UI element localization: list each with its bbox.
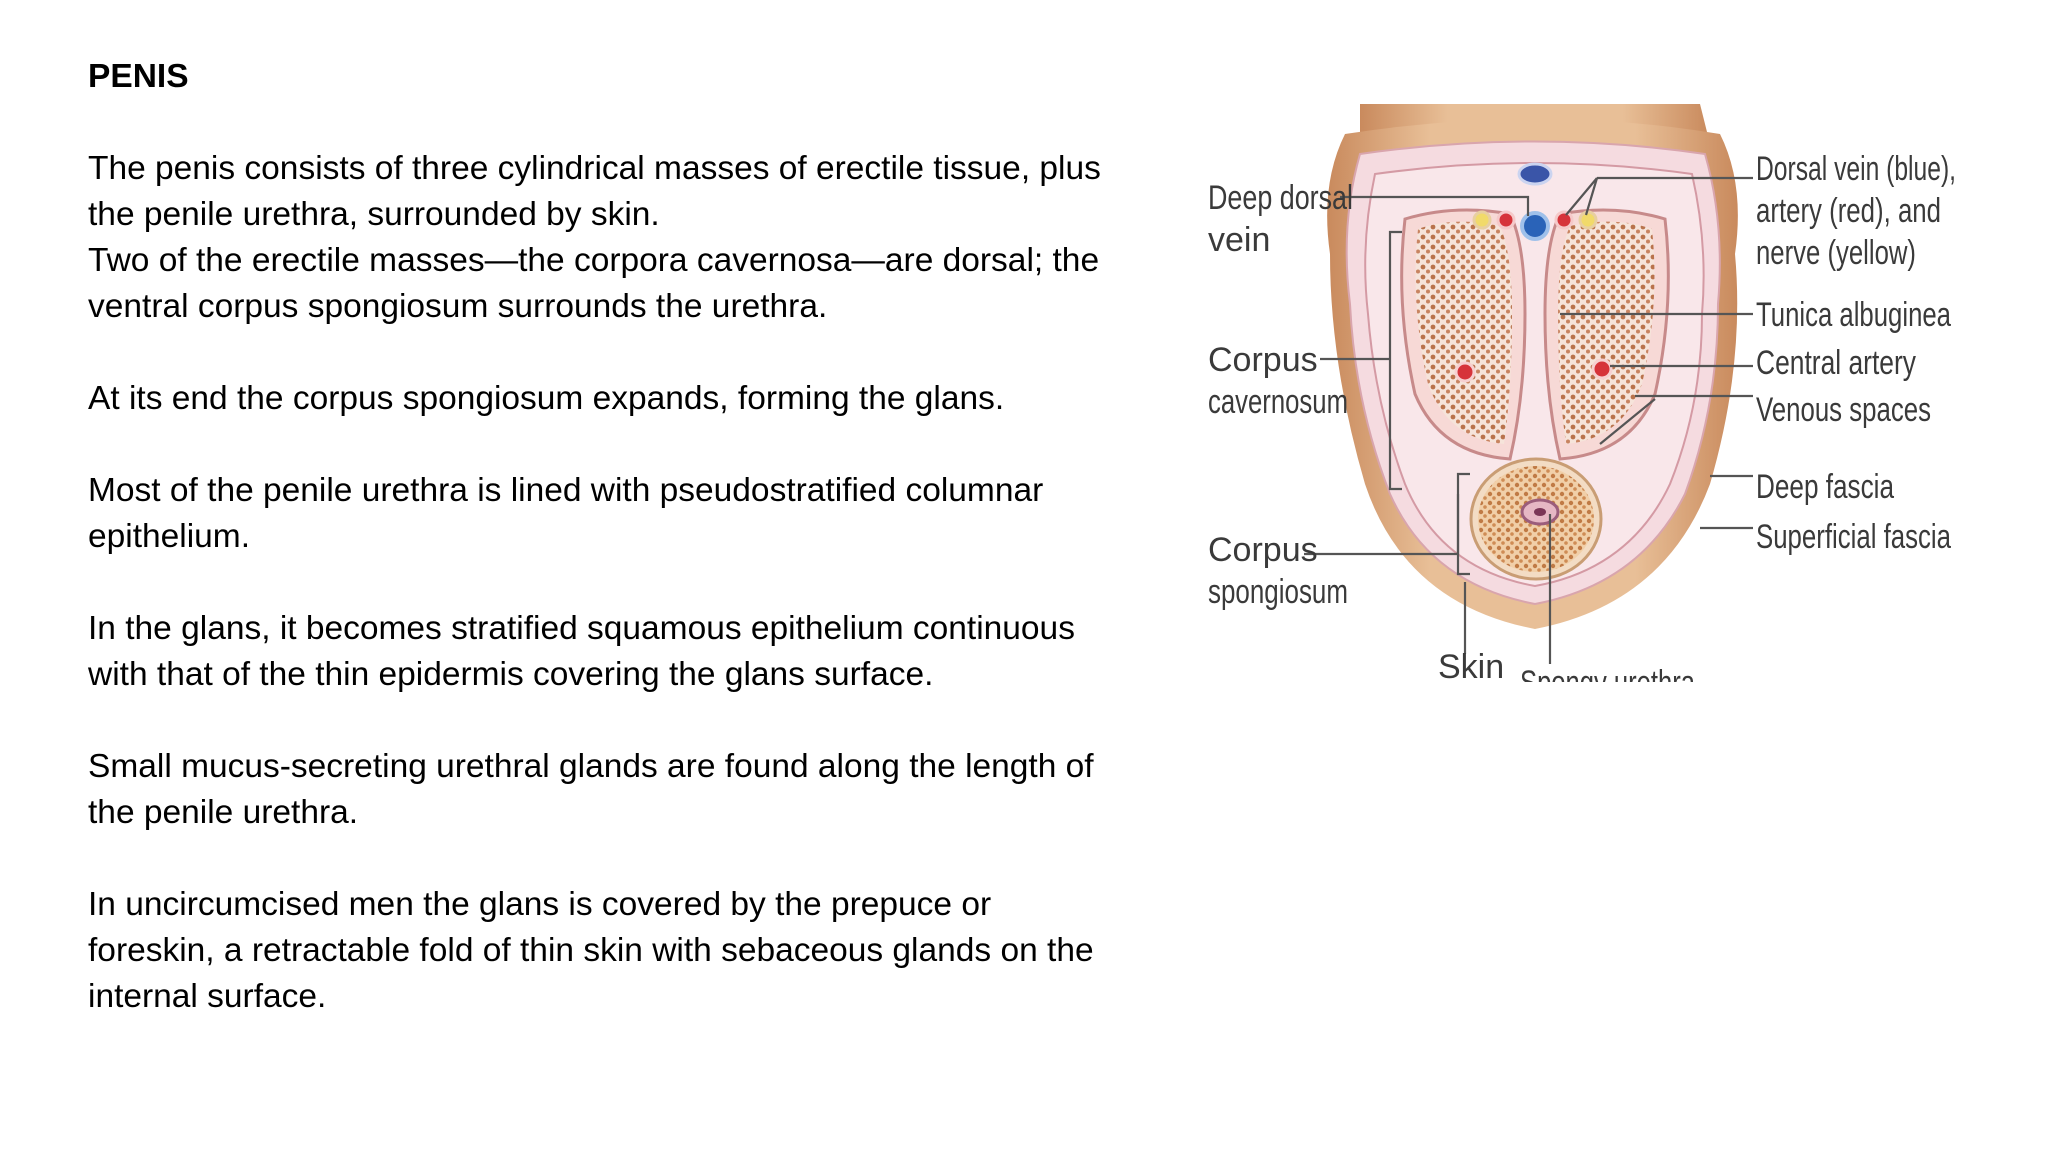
label-spongy-urethra: Spongy urethra <box>1520 664 1695 684</box>
dorsal-artery-right <box>1554 210 1574 230</box>
slide-title: PENIS <box>88 58 189 95</box>
dorsal-artery-left <box>1496 210 1516 230</box>
penis-cross-section-figure: Deep dorsal vein Corpus cavernosum Corpu… <box>1190 104 1960 684</box>
central-artery-left <box>1454 361 1476 383</box>
text-column: PENIS The penis consists of three cylind… <box>88 54 1108 1020</box>
paragraph-4-text: In the glans, it becomes stratified squa… <box>88 610 1075 693</box>
label-central-artery: Central artery <box>1756 344 1916 382</box>
paragraph-5-text: Small mucus-secreting urethral glands ar… <box>88 748 1094 831</box>
dorsal-vein-blue <box>1520 211 1550 241</box>
deep-dorsal-vein <box>1517 162 1553 186</box>
cross-section-diagram: Deep dorsal vein Corpus cavernosum Corpu… <box>1208 104 1956 684</box>
label-corpus-spongiosum-line-1: Corpus <box>1208 531 1318 569</box>
label-venous-spaces: Venous spaces <box>1756 391 1931 429</box>
label-corpus-spongiosum-line-2: spongiosum <box>1208 573 1348 611</box>
label-dorsal-vessels-line-3: nerve (yellow) <box>1756 234 1916 272</box>
paragraph-5: Small mucus-secreting urethral glands ar… <box>88 744 1108 836</box>
label-superficial-fascia: Superficial fascia <box>1756 518 1951 556</box>
label-deep-fascia: Deep fascia <box>1756 468 1894 506</box>
corpus-spongiosum <box>1469 457 1603 581</box>
paragraph-6: In uncircumcised men the glans is covere… <box>88 882 1108 1020</box>
paragraph-6-text: In uncircumcised men the glans is covere… <box>88 886 1094 1015</box>
label-skin: Skin <box>1438 648 1504 684</box>
paragraph-3: Most of the penile urethra is lined with… <box>88 468 1108 560</box>
label-corpus-cavernosum-line-2: cavernosum <box>1208 383 1348 421</box>
label-tunica-albuginea: Tunica albuginea <box>1756 296 1951 334</box>
label-dorsal-vessels-line-2: artery (red), and <box>1756 192 1941 230</box>
dorsal-nerve-left <box>1472 210 1492 230</box>
paragraph-3-text: Most of the penile urethra is lined with… <box>88 472 1044 555</box>
leader-lines <box>1304 176 1753 664</box>
paragraph-1-line-2: Two of the erectile masses—the corpora c… <box>88 242 1100 325</box>
paragraph-1-line-1: The penis consists of three cylindrical … <box>88 150 1101 233</box>
central-artery-right <box>1591 358 1613 380</box>
paragraph-2-text: At its end the corpus spongiosum expands… <box>88 380 1005 417</box>
paragraph-2: At its end the corpus spongiosum expands… <box>88 376 1108 422</box>
label-corpus-cavernosum-line-1: Corpus <box>1208 341 1318 379</box>
label-dorsal-vessels-line-1: Dorsal vein (blue), <box>1756 150 1956 188</box>
label-deep-dorsal-vein-line-2: vein <box>1208 221 1270 259</box>
paragraph-1: The penis consists of three cylindrical … <box>88 146 1108 330</box>
dorsal-nerve-right <box>1578 210 1598 230</box>
paragraph-4: In the glans, it becomes stratified squa… <box>88 606 1108 698</box>
label-deep-dorsal-vein-line-1: Deep dorsal <box>1208 179 1353 217</box>
